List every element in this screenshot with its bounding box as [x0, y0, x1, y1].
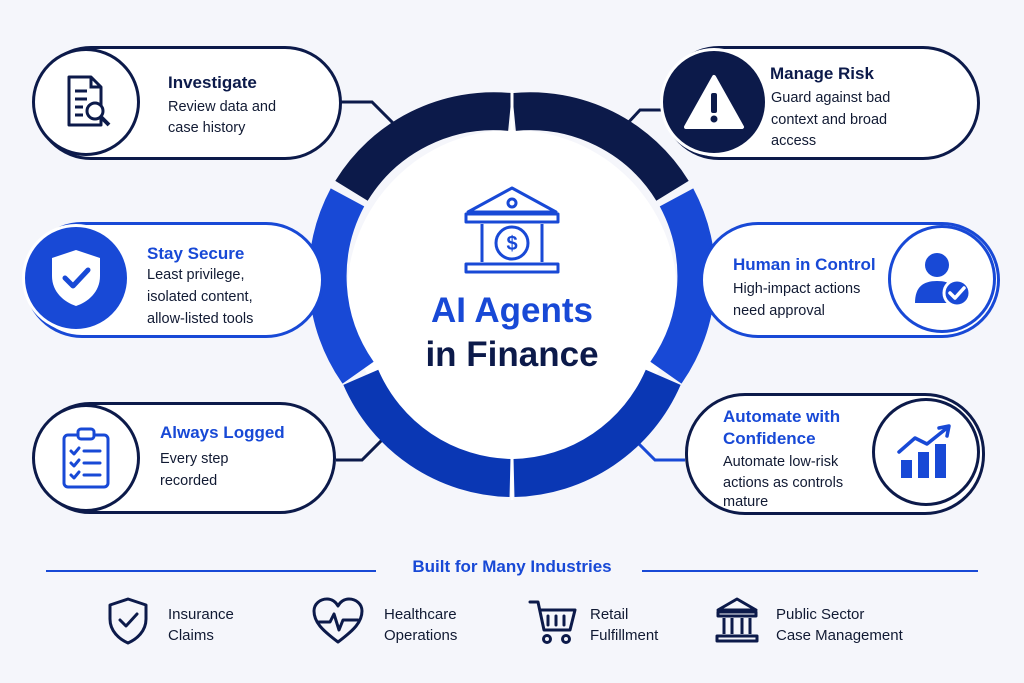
card-automate-desc-2: actions as controls	[723, 475, 844, 491]
card-investigate-title: Investigate	[168, 73, 257, 92]
industry-insurance-line1: Insurance	[168, 606, 234, 623]
card-automate-title-2: Confidence	[723, 429, 816, 448]
document-search-icon	[67, 75, 111, 127]
shield-check-icon	[52, 250, 100, 306]
government-building-icon	[715, 597, 759, 643]
card-human-in-control-title: Human in Control	[733, 255, 876, 274]
industries-heading: Built for Many Industries	[412, 557, 612, 576]
shopping-cart-icon	[528, 600, 577, 644]
card-automate-title-1: Automate with	[723, 407, 841, 426]
card-stay-secure-desc-3: allow-listed tools	[147, 311, 254, 327]
card-human-in-control-icon-circle	[888, 225, 996, 333]
card-human-in-control-desc-1: High-impact actions	[733, 281, 861, 297]
card-always-logged-desc-1: Every step	[160, 451, 229, 467]
industry-public-sector-line1: Public Sector	[776, 606, 865, 623]
user-check-icon	[915, 253, 972, 308]
industry-insurance-claims: Insurance Claims	[168, 604, 234, 646]
center-title-line2: in Finance	[425, 335, 599, 374]
card-always-logged-desc-2: recorded	[160, 473, 218, 489]
card-stay-secure-icon-circle	[22, 224, 130, 332]
industry-retail-line1: Retail	[590, 606, 629, 623]
card-always-logged-title: Always Logged	[160, 423, 285, 442]
growth-chart-icon	[897, 424, 951, 478]
divider-left	[46, 570, 376, 572]
industry-retail-line2: Fulfillment	[590, 627, 659, 644]
bank-icon: $	[464, 186, 560, 274]
card-investigate-desc-2: case history	[168, 120, 246, 136]
card-human-in-control-desc-2: need approval	[733, 303, 825, 319]
heart-pulse-icon	[312, 597, 364, 644]
card-investigate-icon-circle	[32, 48, 140, 156]
warning-triangle-icon	[684, 75, 744, 129]
card-manage-risk-desc-3: access	[771, 133, 817, 149]
center-title-line1: AI Agents	[430, 291, 594, 330]
industry-healthcare-line2: Operations	[384, 627, 458, 644]
svg-text:$: $	[506, 233, 517, 255]
industry-insurance-line2: Claims	[168, 627, 214, 644]
card-manage-risk-desc-1: Guard against bad	[771, 90, 891, 106]
industry-healthcare-operations: Healthcare Operations	[384, 604, 457, 646]
card-stay-secure-desc-2: isolated content,	[147, 289, 253, 305]
card-automate-desc-1: Automate low-risk	[723, 454, 839, 470]
divider-right	[642, 570, 978, 572]
card-stay-secure-desc-1: Least privilege,	[147, 267, 245, 283]
card-manage-risk-desc-2: context and broad	[771, 112, 888, 128]
clipboard-checklist-icon	[62, 427, 110, 489]
card-investigate-desc-1: Review data and	[168, 99, 277, 115]
card-manage-risk-title: Manage Risk	[770, 64, 874, 83]
card-stay-secure-title: Stay Secure	[147, 244, 245, 263]
card-automate-icon-circle	[872, 398, 980, 506]
shield-check-icon	[108, 597, 148, 645]
industry-retail-fulfillment: Retail Fulfillment	[590, 604, 658, 646]
card-always-logged-icon-circle	[32, 404, 140, 512]
industry-public-sector-line2: Case Management	[776, 627, 903, 644]
card-manage-risk-icon-circle	[660, 48, 768, 156]
industry-public-sector: Public Sector Case Management	[776, 604, 903, 646]
card-automate-desc-3: mature	[723, 494, 769, 510]
industry-healthcare-line1: Healthcare	[384, 606, 457, 623]
